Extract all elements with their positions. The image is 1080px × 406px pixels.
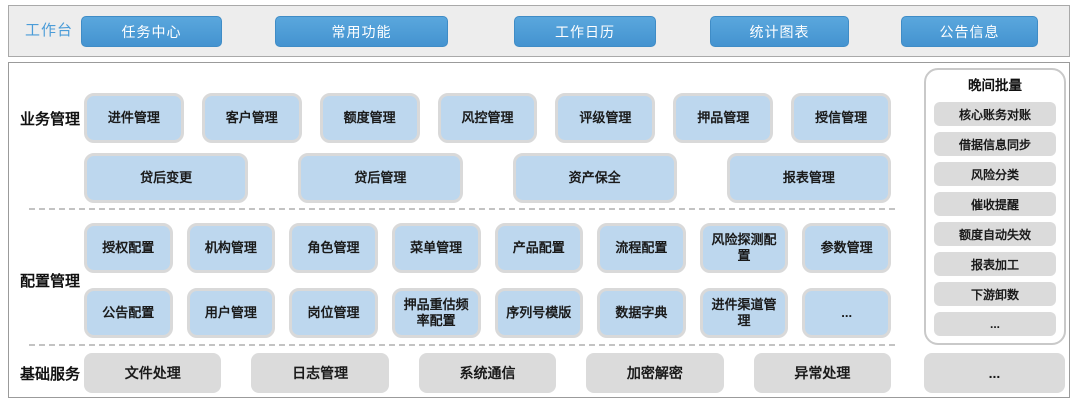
business-row-2: 贷后变更贷后管理资产保全报表管理 <box>84 153 891 203</box>
config-module-button[interactable]: 角色管理 <box>289 223 378 273</box>
config-module-button[interactable]: 押品重估频率配置 <box>391 288 481 338</box>
night-batch-job-button[interactable]: 核心账务对账 <box>934 102 1056 126</box>
night-batch-job-button[interactable]: ... <box>934 312 1056 336</box>
section-label-config: 配置管理 <box>19 273 80 290</box>
main-panel: 业务管理 进件管理客户管理额度管理风控管理评级管理押品管理授信管理 贷后变更贷后… <box>8 62 1070 398</box>
night-batch-list: 核心账务对账借据信息同步风险分类催收提醒额度自动失效报表加工下游卸数... <box>934 102 1056 336</box>
workbench-button-stat-charts[interactable]: 统计图表 <box>710 16 849 47</box>
night-batch-job-button[interactable]: 下游卸数 <box>934 282 1056 306</box>
base-service-button[interactable]: 文件处理 <box>84 353 222 393</box>
config-module-button[interactable]: 风险探测配置 <box>699 223 789 273</box>
config-row-2: 公告配置用户管理岗位管理押品重估频率配置序列号模版数据字典进件渠道管理... <box>84 288 891 338</box>
base-service-button[interactable]: 异常处理 <box>753 353 892 393</box>
business-module-button[interactable]: 客户管理 <box>201 93 302 143</box>
night-batch-job-button[interactable]: 报表加工 <box>934 252 1056 276</box>
night-batch-title: 晚间批量 <box>968 78 1022 93</box>
workbench-button-announcements[interactable]: 公告信息 <box>901 16 1038 47</box>
workbench-bar: 工作台 任务中心 常用功能 工作日历 统计图表 公告信息 <box>8 5 1070 57</box>
night-batch-job-button[interactable]: 催收提醒 <box>934 192 1056 216</box>
business-module-button[interactable]: 贷后管理 <box>298 153 463 203</box>
section-divider <box>29 208 895 210</box>
section-label-base-services: 基础服务 <box>19 365 80 383</box>
base-service-more-button[interactable]: ... <box>924 353 1065 393</box>
night-batch-job-button[interactable]: 额度自动失效 <box>934 222 1056 246</box>
business-module-button[interactable]: 贷后变更 <box>84 153 249 203</box>
config-module-button[interactable]: 序列号模版 <box>494 288 584 338</box>
workbench-button-task-center[interactable]: 任务中心 <box>81 16 222 47</box>
section-label-business: 业务管理 <box>19 110 80 128</box>
base-service-button[interactable]: 加密解密 <box>586 353 724 393</box>
business-module-button[interactable]: 评级管理 <box>555 93 656 143</box>
business-module-button[interactable]: 进件管理 <box>84 93 184 143</box>
business-row-1: 进件管理客户管理额度管理风控管理评级管理押品管理授信管理 <box>84 93 892 143</box>
business-module-button[interactable]: 资产保全 <box>512 153 677 203</box>
config-row-1: 授权配置机构管理角色管理菜单管理产品配置流程配置风险探测配置参数管理 <box>84 223 891 273</box>
night-batch-job-button[interactable]: 借据信息同步 <box>934 132 1056 156</box>
workbench-label: 工作台 <box>25 22 74 39</box>
config-module-button[interactable]: 授权配置 <box>84 223 173 273</box>
business-module-button[interactable]: 额度管理 <box>319 93 420 143</box>
config-module-button[interactable]: ... <box>802 288 891 338</box>
workbench-button-work-calendar[interactable]: 工作日历 <box>514 16 656 47</box>
business-module-button[interactable]: 押品管理 <box>673 93 774 143</box>
config-module-button[interactable]: 产品配置 <box>494 223 584 273</box>
config-module-button[interactable]: 公告配置 <box>84 288 173 338</box>
night-batch-job-button[interactable]: 风险分类 <box>934 162 1056 186</box>
base-services-row: 文件处理日志管理系统通信加密解密异常处理 <box>84 353 892 393</box>
base-service-button[interactable]: 日志管理 <box>251 353 389 393</box>
base-service-button[interactable]: 系统通信 <box>418 353 557 393</box>
config-module-button[interactable]: 参数管理 <box>802 223 891 273</box>
business-module-button[interactable]: 风控管理 <box>437 93 538 143</box>
config-module-button[interactable]: 机构管理 <box>186 223 276 273</box>
night-batch-panel: 晚间批量 核心账务对账借据信息同步风险分类催收提醒额度自动失效报表加工下游卸数.… <box>924 68 1066 345</box>
config-module-button[interactable]: 数据字典 <box>597 288 686 338</box>
config-module-button[interactable]: 岗位管理 <box>289 288 378 338</box>
business-module-button[interactable]: 授信管理 <box>791 93 892 143</box>
config-module-button[interactable]: 菜单管理 <box>391 223 481 273</box>
business-module-button[interactable]: 报表管理 <box>726 153 891 203</box>
config-module-button[interactable]: 进件渠道管理 <box>699 288 789 338</box>
config-module-button[interactable]: 用户管理 <box>186 288 276 338</box>
section-divider <box>29 344 895 346</box>
config-module-button[interactable]: 流程配置 <box>597 223 686 273</box>
workbench-button-common-functions[interactable]: 常用功能 <box>275 16 448 47</box>
